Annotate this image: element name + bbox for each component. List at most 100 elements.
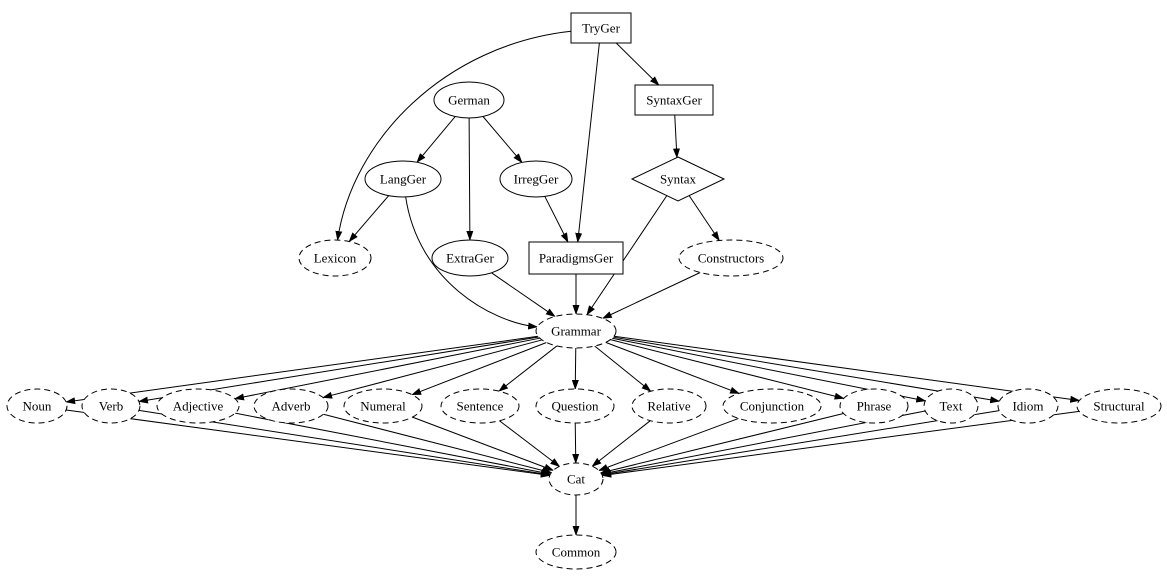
edge-Grammar-Sentence xyxy=(498,345,558,392)
node-German: German xyxy=(433,81,505,119)
edge-Grammar-Phrase xyxy=(610,339,845,400)
edge-Syntax-Grammar xyxy=(586,195,668,316)
ellipse-Structural xyxy=(1076,388,1162,424)
node-Text: Text xyxy=(923,388,979,424)
label-Text: Text xyxy=(940,399,963,414)
ellipse-LangGer xyxy=(364,160,442,198)
edge-Idiom-Cat xyxy=(601,410,1000,477)
node-ExtraGer: ExtraGer xyxy=(431,239,509,277)
edge-Grammar-Numeral xyxy=(411,342,547,396)
node-Question: Question xyxy=(535,388,615,424)
edge-Sentence-Cat xyxy=(499,420,561,467)
node-Common: Common xyxy=(535,534,617,570)
label-Relative: Relative xyxy=(647,399,691,414)
ellipse-Sentence xyxy=(440,388,520,424)
edge-Numeral-Cat xyxy=(412,416,555,471)
label-Conjunction: Conjunction xyxy=(740,399,805,414)
edge-Grammar-Conjunction xyxy=(605,341,741,394)
edges-layer xyxy=(65,30,1081,536)
rect-ParadigmsGer xyxy=(528,241,624,275)
edge-TryGer-ParadigmsGer xyxy=(575,42,600,243)
label-Verb: Verb xyxy=(99,399,124,414)
node-Syntax: Syntax xyxy=(630,156,726,202)
rect-SyntaxGer xyxy=(634,84,714,116)
label-ExtraGer: ExtraGer xyxy=(446,251,494,266)
edge-Syntax-Constructors xyxy=(688,195,720,242)
label-Noun: Noun xyxy=(23,399,52,414)
node-Cat: Cat xyxy=(548,462,604,496)
label-SyntaxGer: SyntaxGer xyxy=(646,93,702,108)
edge-Grammar-Adverb xyxy=(322,339,543,399)
label-Adverb: Adverb xyxy=(272,399,311,414)
label-Lexicon: Lexicon xyxy=(314,251,357,266)
node-Conjunction: Conjunction xyxy=(722,388,822,424)
label-IrregGer: IrregGer xyxy=(514,172,559,187)
ellipse-Grammar xyxy=(535,313,617,349)
edge-Noun-Cat xyxy=(66,409,551,478)
edge-Phrase-Cat xyxy=(599,412,844,475)
diamond-Syntax xyxy=(630,156,726,202)
label-ParadigmsGer: ParadigmsGer xyxy=(539,251,614,266)
node-Sentence: Sentence xyxy=(440,388,520,424)
edge-German-ExtraGer xyxy=(466,117,474,241)
label-LangGer: LangGer xyxy=(380,172,427,187)
edge-Grammar-Structural xyxy=(613,335,1081,403)
ellipse-Cat xyxy=(548,462,604,496)
label-Sentence: Sentence xyxy=(457,399,504,414)
node-Constructors: Constructors xyxy=(678,239,784,277)
edge-LangGer-Grammar xyxy=(405,196,539,330)
label-Idiom: Idiom xyxy=(1012,399,1043,414)
label-Numeral: Numeral xyxy=(360,399,406,414)
ellipse-Lexicon xyxy=(298,239,372,277)
edge-Adjective-Cat xyxy=(235,412,552,476)
label-Question: Question xyxy=(552,399,599,414)
label-Constructors: Constructors xyxy=(698,251,764,266)
node-SyntaxGer: SyntaxGer xyxy=(634,84,714,116)
node-LangGer: LangGer xyxy=(364,160,442,198)
ellipse-Relative xyxy=(631,388,707,424)
label-Common: Common xyxy=(552,545,601,560)
ellipse-IrregGer xyxy=(499,160,573,198)
edge-German-IrregGer xyxy=(482,116,523,164)
label-Syntax: Syntax xyxy=(660,172,697,187)
node-Adverb: Adverb xyxy=(253,388,329,424)
node-Verb: Verb xyxy=(81,388,141,424)
edge-Structural-Cat xyxy=(601,410,1080,478)
edge-Grammar-Question xyxy=(571,347,579,390)
label-TryGer: TryGer xyxy=(582,21,620,36)
ellipse-Conjunction xyxy=(722,388,822,424)
edge-IrregGer-ParadigmsGer xyxy=(544,196,569,243)
ellipse-Adjective xyxy=(156,388,240,424)
node-Lexicon: Lexicon xyxy=(298,239,372,277)
ellipse-ExtraGer xyxy=(431,239,509,277)
node-Noun: Noun xyxy=(6,388,68,424)
ellipse-Text xyxy=(923,388,979,424)
edge-Constructors-Grammar xyxy=(601,272,701,319)
edge-ExtraGer-Grammar xyxy=(491,272,556,318)
rect-TryGer xyxy=(570,12,632,44)
node-Phrase: Phrase xyxy=(839,388,909,424)
ellipse-German xyxy=(433,81,505,119)
edge-Grammar-Noun xyxy=(65,335,539,405)
ellipse-Constructors xyxy=(678,239,784,277)
ellipse-Numeral xyxy=(343,388,423,424)
ellipse-Common xyxy=(535,534,617,570)
label-Grammar: Grammar xyxy=(551,324,601,339)
label-Adjective: Adjective xyxy=(173,399,224,414)
node-TryGer: TryGer xyxy=(570,12,632,44)
edge-Question-Cat xyxy=(572,422,580,465)
edge-Adverb-Cat xyxy=(323,413,553,474)
node-Adjective: Adjective xyxy=(156,388,240,424)
label-Cat: Cat xyxy=(567,472,585,487)
edge-TryGer-SyntaxGer xyxy=(615,42,660,86)
edge-Relative-Cat xyxy=(591,420,651,467)
edge-Conjunction-Cat xyxy=(597,417,739,471)
edge-Grammar-Relative xyxy=(594,345,652,392)
ellipse-Verb xyxy=(81,388,141,424)
node-ParadigmsGer: ParadigmsGer xyxy=(528,241,624,275)
node-Numeral: Numeral xyxy=(343,388,423,424)
label-Phrase: Phrase xyxy=(857,399,892,414)
